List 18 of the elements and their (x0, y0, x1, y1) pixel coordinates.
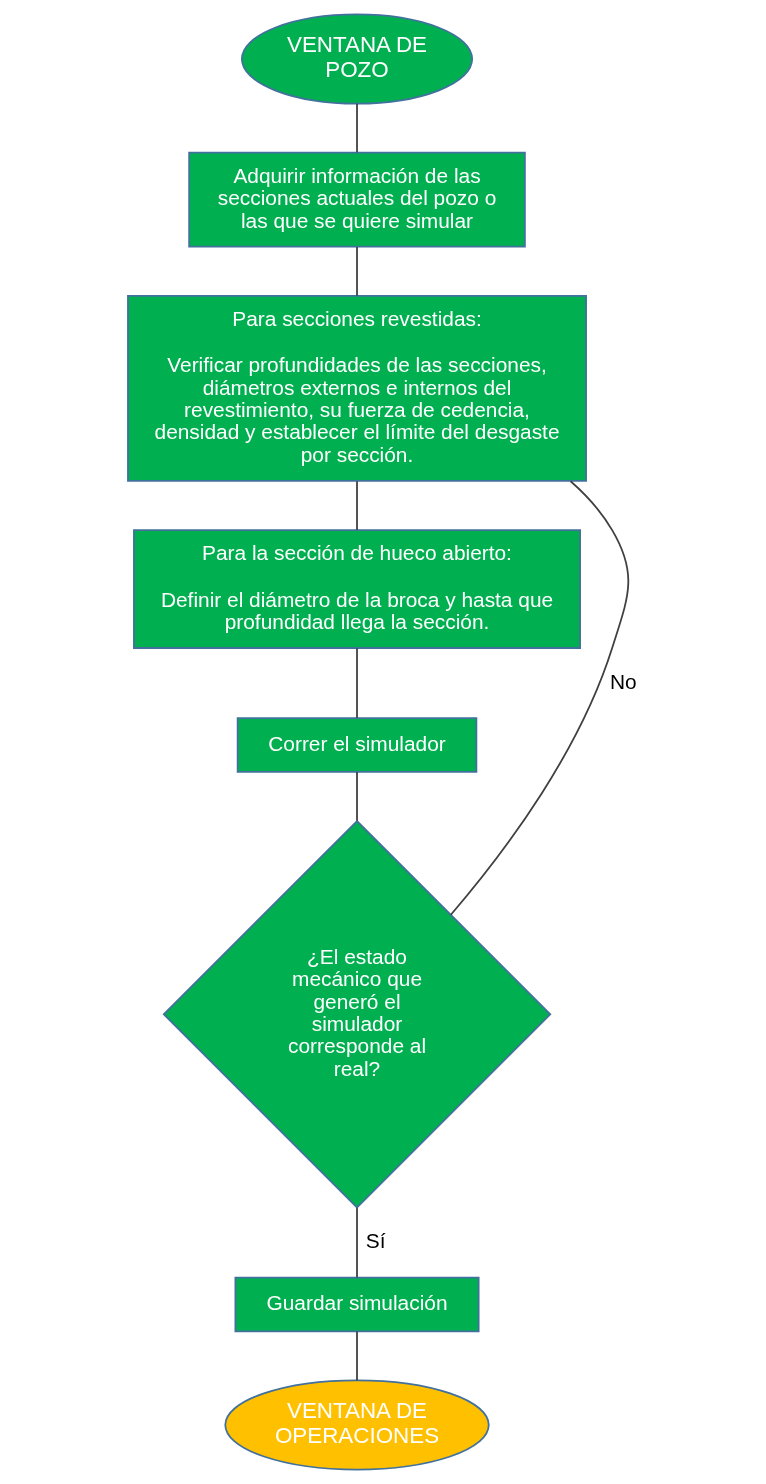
connector (355, 647, 358, 719)
edge-label: Sí (365, 1229, 385, 1253)
node-box: Para la sección de hueco abierto: Definir el diámetro de la broca y hasta que profundidad llega la sección. (132, 529, 581, 649)
edge-label: No (609, 669, 637, 693)
node-box: Guardar simulación (234, 1276, 479, 1333)
node-box: Para secciones revestidas: Verificar profundidades de las secciones, diámetros externos e internos del revestimiento, su fuerza de cedencia, densidad y establecer el límite del desgaste por sección. (126, 294, 587, 482)
node-box: Correr el simulador (236, 717, 477, 773)
node-ellipse: VENTANA DE POZO (240, 13, 473, 105)
connector (355, 1330, 358, 1382)
connector (355, 1206, 358, 1279)
connector (355, 246, 358, 297)
connector (355, 771, 358, 822)
connector (355, 480, 358, 531)
node-box: Adquirir información de las secciones actuales del pozo o las que se quiere simular (187, 151, 526, 248)
connector (355, 102, 358, 154)
node-ellipse: VENTANA DE OPERACIONES (223, 1379, 490, 1471)
connector (449, 480, 629, 916)
node-diamond: ¿El estado mecánico que generó el simulador corresponde al real? (162, 819, 551, 1209)
